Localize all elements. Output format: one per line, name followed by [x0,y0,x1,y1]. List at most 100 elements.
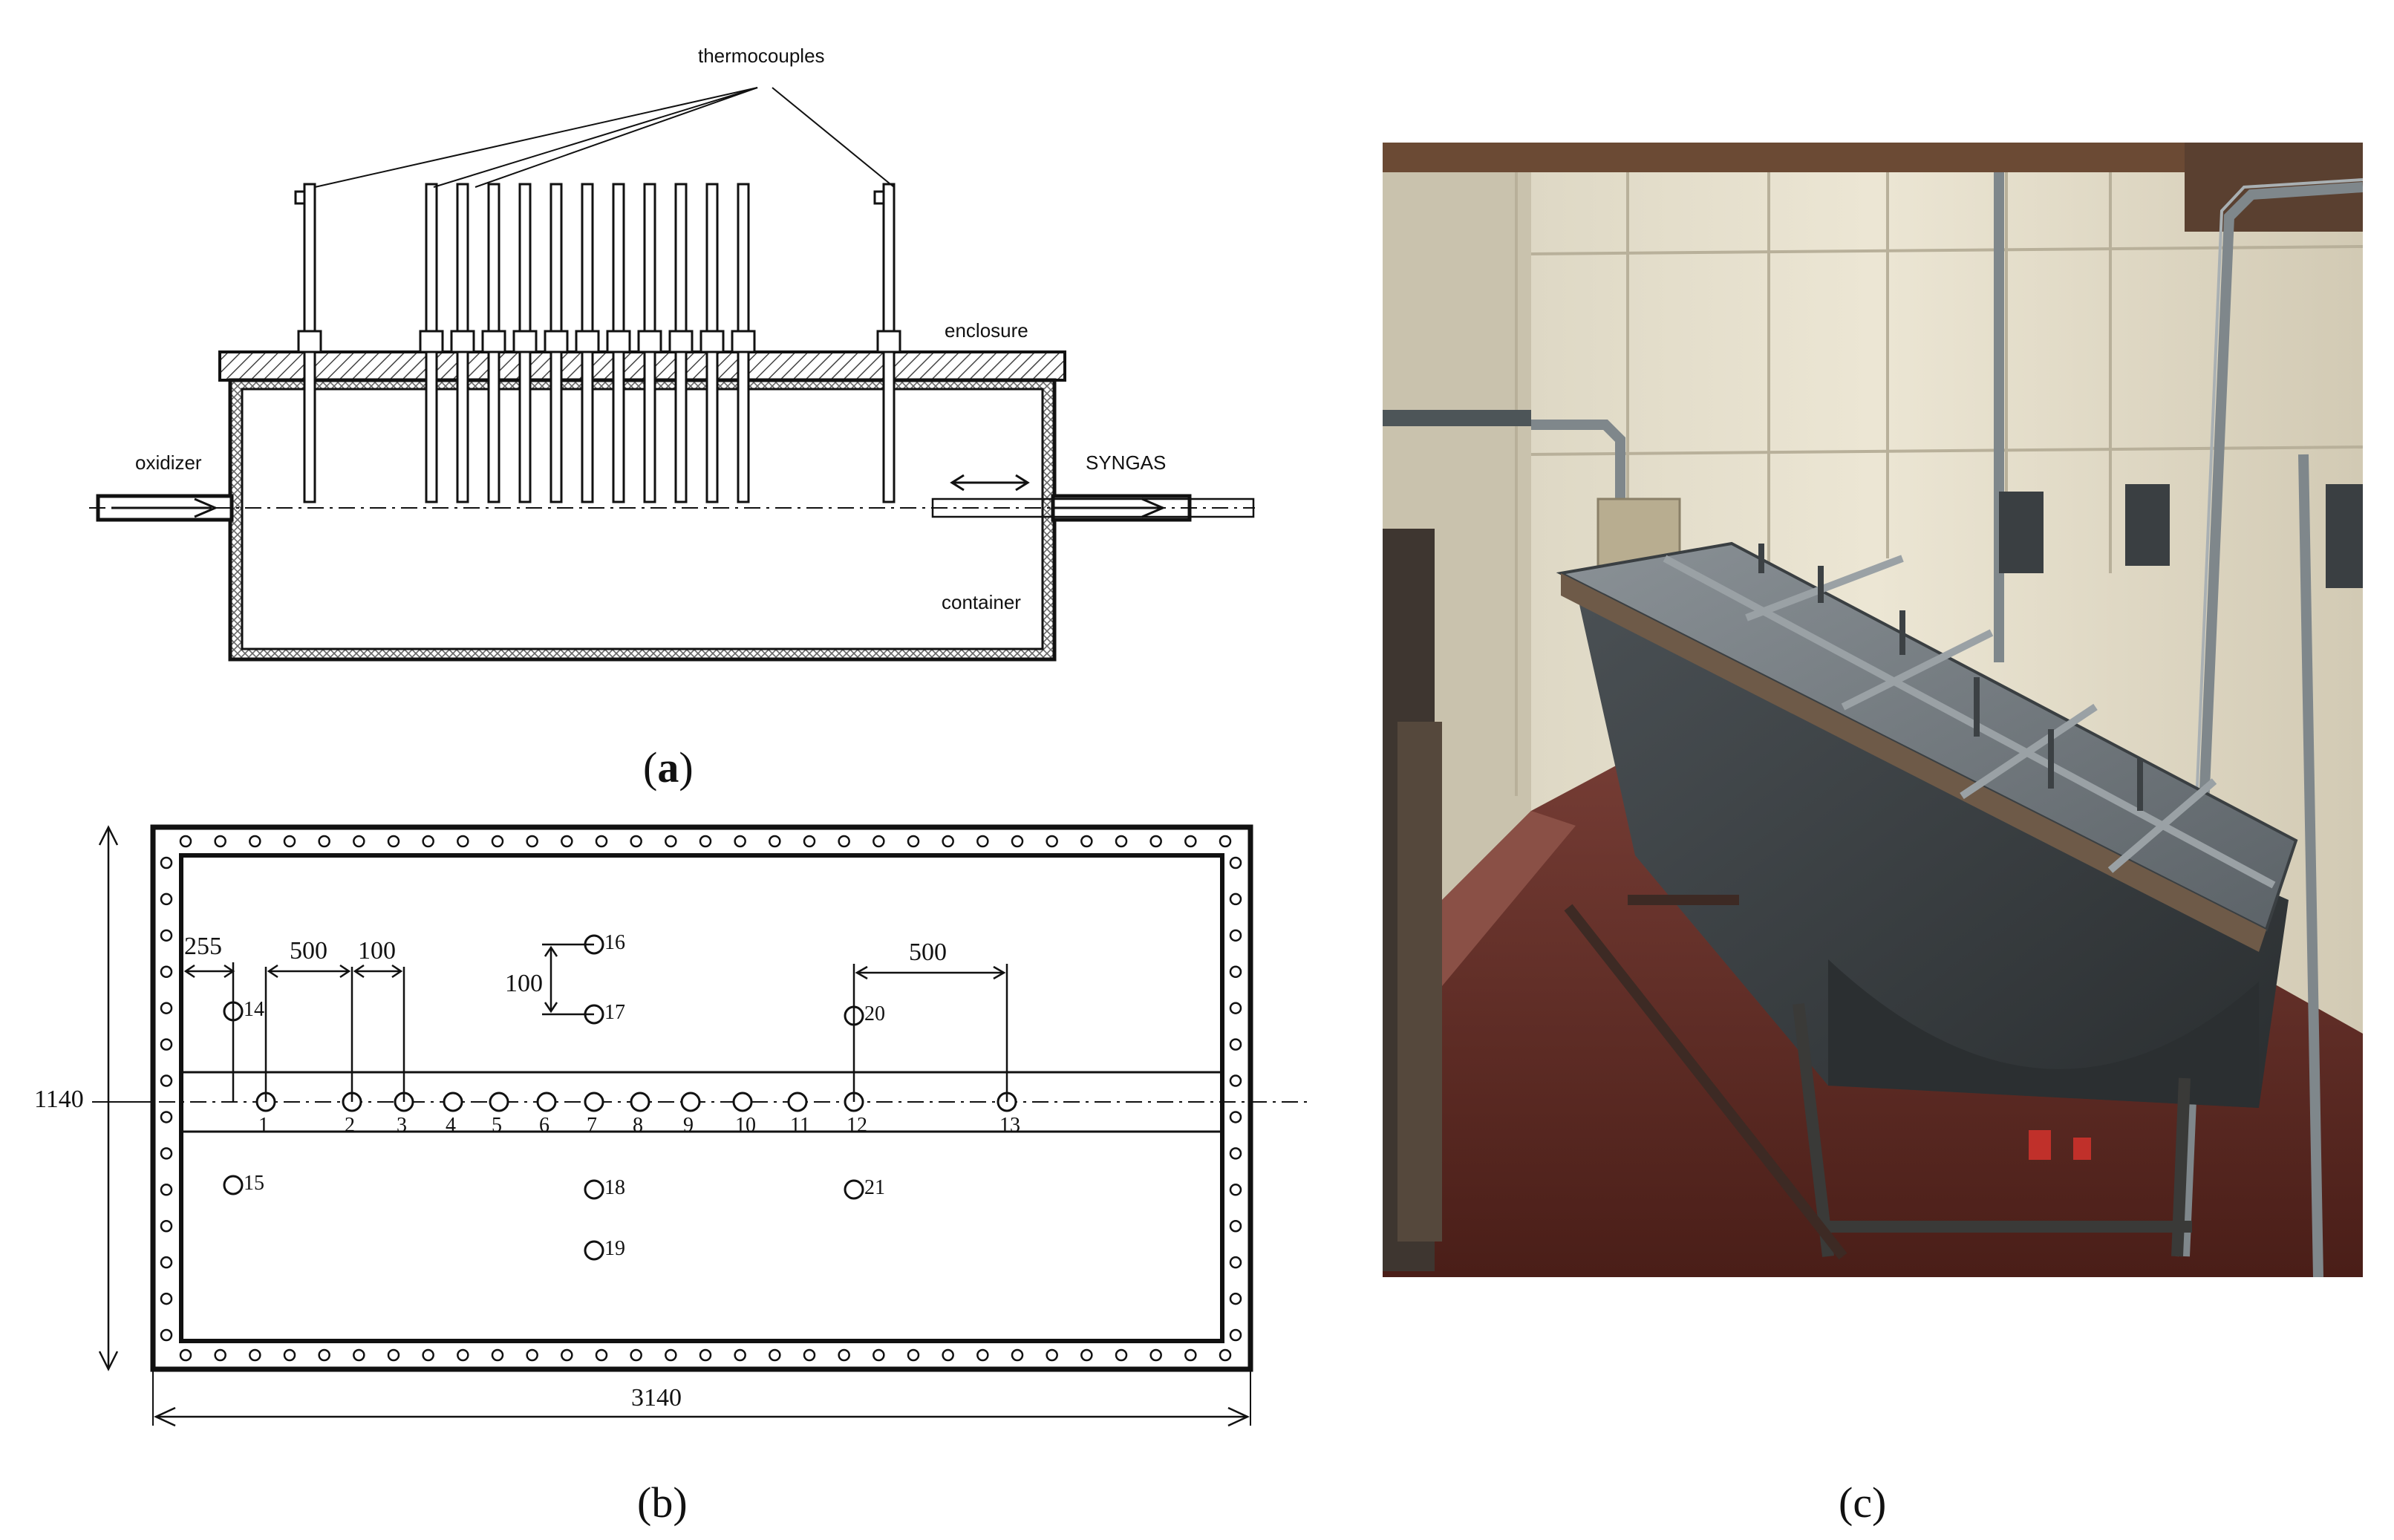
bolt-hole [976,835,989,848]
thermocouple-probe [294,183,322,503]
measurement-point-label: 13 [999,1114,1020,1137]
measurement-point-label: 20 [864,1002,885,1025]
dim-spacing-255: 255 [184,933,222,960]
bolt-hole [283,835,296,848]
bolt-hole [907,835,920,848]
panel-a-schematic [89,87,1255,662]
measurement-point [630,1092,650,1112]
bolt-hole [160,965,173,979]
measurement-point-label: 3 [397,1114,407,1137]
measurement-point [732,1092,753,1112]
measurement-point-label: 12 [847,1114,867,1137]
bolt-hole [1219,835,1232,848]
bolt-hole [561,1348,573,1362]
bolt-hole [838,835,850,848]
bolt-hole [160,856,173,869]
bolt-hole [1149,1348,1162,1362]
bolt-hole [803,1348,816,1362]
measurement-point-label: 5 [492,1114,502,1137]
bolt-hole [838,1348,850,1362]
enclosure-lid [218,350,1066,382]
bolt-hole [160,1219,173,1233]
bolt-hole [160,893,173,906]
dim-spacing-500-right: 500 [909,939,947,966]
measurement-point-label: 8 [633,1114,643,1137]
bolt-hole [976,1348,989,1362]
measurement-point [584,1092,604,1112]
bolt-hole [353,1348,365,1362]
thermocouple-probe [699,183,725,503]
bolt-hole [803,835,816,848]
bolt-hole [769,835,781,848]
bolt-hole [249,835,261,848]
bolt-hole [1046,835,1058,848]
measurement-point-label: 6 [539,1114,549,1137]
measurement-point [680,1092,701,1112]
thermocouple-probe [575,183,600,503]
thermocouple-probe [606,183,631,503]
measurement-point [489,1092,509,1112]
bolt-hole [734,835,746,848]
bolt-hole [1229,1111,1242,1123]
thermocouple-probe [544,183,569,503]
bolt-hole [160,1184,173,1196]
bolt-hole [160,1038,173,1051]
bolt-hole [160,1074,173,1087]
bolt-hole [1184,1348,1197,1362]
bolt-hole [491,835,504,848]
bolt-hole [1229,929,1242,942]
bolt-holes [160,835,1242,1362]
measurement-point-label: 19 [604,1237,625,1260]
bolt-hole [1184,835,1197,848]
thermocouple-probe [419,183,444,503]
dim-spacing-100-horizontal: 100 [358,937,396,965]
bolt-hole [1229,1147,1242,1160]
bolt-hole [457,835,469,848]
thermocouple-probe [731,183,756,503]
label-syngas: SYNGAS [1086,451,1167,474]
measurement-point-label: 1 [258,1114,269,1137]
bolt-hole [387,835,400,848]
caption-a: (a) [643,743,694,792]
bolt-hole [561,835,573,848]
label-oxidizer: oxidizer [135,451,202,474]
bolt-hole [665,835,677,848]
measurement-point-label: 10 [735,1114,756,1137]
bolt-hole [595,835,608,848]
bolt-hole [1080,1348,1093,1362]
bolt-hole [160,1256,173,1269]
bolt-hole [665,1348,677,1362]
measurement-point-label: 2 [345,1114,355,1137]
thermocouple-probe [450,183,475,503]
label-enclosure: enclosure [945,319,1028,342]
measurement-point-label: 11 [790,1114,810,1137]
measurement-point [844,1179,864,1200]
measurement-point [584,1179,604,1200]
bolt-hole [249,1348,261,1362]
bolt-hole [1229,1038,1242,1051]
bolt-hole [160,1292,173,1305]
bolt-hole [387,1348,400,1362]
bolt-hole [734,1348,746,1362]
bolt-hole [160,1328,173,1342]
bolt-hole [873,835,885,848]
measurement-point-label: 21 [864,1176,885,1199]
bolt-hole [214,835,226,848]
measurement-point-label: 15 [244,1172,264,1195]
bolt-hole [179,1348,192,1362]
bolt-hole [942,1348,954,1362]
bolt-hole [1229,893,1242,906]
bolt-hole [769,1348,781,1362]
thermocouple-probe [481,183,506,503]
measurement-point [536,1092,557,1112]
bolt-hole [283,1348,296,1362]
bolt-hole [1149,835,1162,848]
label-container: container [942,591,1021,613]
dim-width: 3140 [631,1384,682,1412]
bolt-hole [160,1111,173,1123]
bolt-hole [160,929,173,942]
bolt-hole [1115,835,1128,848]
bolt-hole [179,835,192,848]
caption-b: (b) [637,1478,688,1527]
bolt-hole [1219,1348,1232,1362]
